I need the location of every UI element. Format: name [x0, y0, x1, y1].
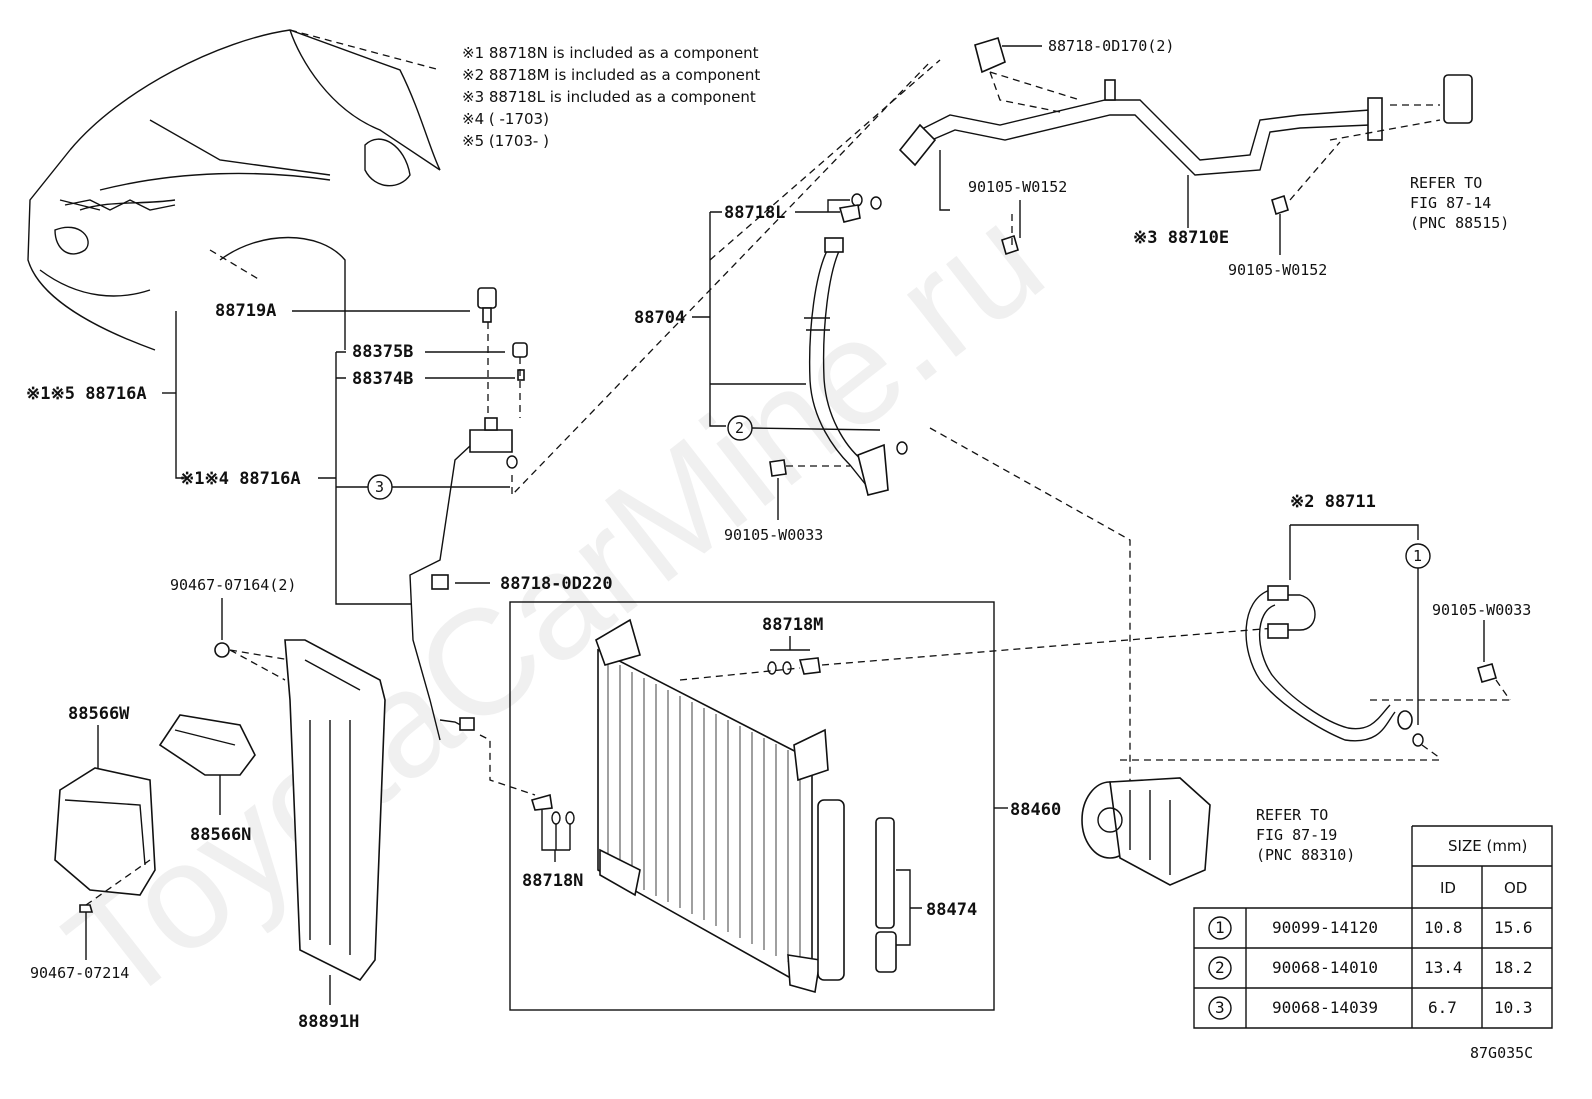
- label-88711: ※2 88711: [1290, 492, 1376, 512]
- seal-mark-3-label: 3: [375, 478, 384, 496]
- label-88566W: 88566W: [68, 704, 130, 724]
- bolt-W0152-b: [1271, 194, 1289, 216]
- switch-cap: [512, 342, 528, 358]
- label-88718-0D170: 88718-0D170(2): [1048, 37, 1174, 55]
- label-90105-W0152-b: 90105-W0152: [1228, 261, 1327, 279]
- label-88718L: 88718L: [724, 203, 785, 223]
- size-table-header: SIZE (mm): [1448, 837, 1527, 855]
- size-row-id: 6.7: [1428, 998, 1457, 1017]
- note-5: ※5 (1703- ): [462, 132, 549, 150]
- receiver-tank: [817, 799, 845, 981]
- refer-1-line-2: FIG 87-14: [1410, 194, 1491, 212]
- label-88710E: ※3 88710E: [1133, 228, 1229, 248]
- clip-07214: [79, 904, 94, 913]
- seal-mark-1-label: 1: [1413, 547, 1422, 565]
- vehicle-outline: [27, 29, 441, 351]
- note-2: ※2 88718M is included as a component: [462, 66, 760, 84]
- label-88716A-v1: ※1※5 88716A: [26, 384, 147, 404]
- bolt-W0152-a: [1001, 234, 1019, 256]
- refer-1-line-1: REFER TO: [1410, 174, 1482, 192]
- seal-mark-2-label: 2: [735, 419, 744, 437]
- label-88718-0D220: 88718-0D220: [500, 574, 613, 594]
- label-88474: 88474: [926, 900, 977, 920]
- block-88718M: [798, 657, 821, 675]
- label-90467-07164: 90467-07164(2): [170, 576, 296, 594]
- desiccant-88474: [875, 817, 895, 929]
- label-88718N: 88718N: [522, 871, 583, 891]
- label-88718M: 88718M: [762, 615, 823, 635]
- size-row-mark: 2: [1215, 958, 1225, 977]
- size-row-part: 90068-14039: [1272, 998, 1378, 1017]
- liquid-hose-group: ※2 88711 1 90105-W0033: [1120, 492, 1531, 761]
- label-88704: 88704: [634, 308, 685, 328]
- size-row-id: 13.4: [1424, 958, 1463, 977]
- clamp-0D170: [974, 36, 1006, 74]
- suction-tube-group: 88718-0D170(2) 90105-W0152 ※3 88710E 901…: [898, 36, 1509, 279]
- figure-code: 87G035C: [1470, 1044, 1533, 1062]
- size-table-col-od: OD: [1504, 879, 1527, 897]
- size-row-mark: 3: [1215, 998, 1225, 1017]
- size-row-od: 15.6: [1494, 918, 1533, 937]
- size-row-part: 90099-14120: [1272, 918, 1378, 937]
- note-1: ※1 88718N is included as a component: [462, 44, 759, 62]
- seal-88566W: [54, 767, 156, 896]
- watermark: ToyotaCarMine.ru: [36, 174, 1072, 1035]
- label-90105-W0152-a: 90105-W0152: [968, 178, 1067, 196]
- clamp-0D220: [431, 574, 449, 590]
- liquid-tube-block: [469, 429, 513, 453]
- refer-1-line-3: (PNC 88515): [1410, 214, 1509, 232]
- air-guide-group: 90467-07164(2) 88566W 90467-07214 88566N…: [30, 576, 386, 1032]
- size-row-od: 10.3: [1494, 998, 1533, 1017]
- pressure-switch-group: 88719A ※1※5 88716A ※1※4 88716A 88375B 88…: [26, 61, 931, 796]
- label-88460: 88460: [1010, 800, 1061, 820]
- duct-88566N: [158, 714, 256, 776]
- label-88891H: 88891H: [298, 1012, 359, 1032]
- label-90105-W0033-b: 90105-W0033: [1432, 601, 1531, 619]
- label-88716A-v2: ※1※4 88716A: [180, 469, 301, 489]
- refer-2-line-1: REFER TO: [1256, 806, 1328, 824]
- block-88718N: [530, 793, 553, 811]
- bolt-W0033-a: [769, 459, 787, 477]
- size-table-col-id: ID: [1440, 879, 1456, 897]
- condenser-box: [509, 601, 995, 1011]
- pressure-switch: [477, 287, 497, 309]
- note-3: ※3 88718L is included as a component: [462, 88, 756, 106]
- size-row-od: 18.2: [1494, 958, 1533, 977]
- size-row-id: 10.8: [1424, 918, 1463, 937]
- seal-88891H: [284, 639, 386, 982]
- label-90467-07214: 90467-07214: [30, 964, 129, 982]
- label-88374B: 88374B: [352, 369, 413, 389]
- compressor: REFER TO FIG 87-19 (PNC 88310): [1081, 777, 1355, 886]
- size-row-mark: 1: [1215, 918, 1225, 937]
- bolt-W0033-b: [1477, 663, 1497, 683]
- clip-07164: [214, 642, 230, 658]
- size-table: SIZE (mm) ID OD 1 90099-14120 10.8 15.6 …: [1193, 825, 1553, 1029]
- note-4: ※4 ( -1703): [462, 110, 549, 128]
- label-90105-W0033-a: 90105-W0033: [724, 526, 823, 544]
- expansion-valve: [1443, 74, 1473, 124]
- condenser-core: [597, 648, 813, 992]
- condenser-assembly: 88474 88460 88718N 88718M: [509, 601, 1276, 1011]
- label-88375B: 88375B: [352, 342, 413, 362]
- valve-core: [517, 369, 525, 381]
- refer-2-line-3: (PNC 88310): [1256, 846, 1355, 864]
- discharge-hose-group: 88704 88718L 2 90105-W0033: [634, 59, 1131, 830]
- notes-block: ※1 88718N is included as a component ※2 …: [462, 44, 760, 150]
- label-88566N: 88566N: [190, 825, 251, 845]
- label-88719A: 88719A: [215, 301, 276, 321]
- size-row-part: 90068-14010: [1272, 958, 1378, 977]
- refer-2-line-2: FIG 87-19: [1256, 826, 1337, 844]
